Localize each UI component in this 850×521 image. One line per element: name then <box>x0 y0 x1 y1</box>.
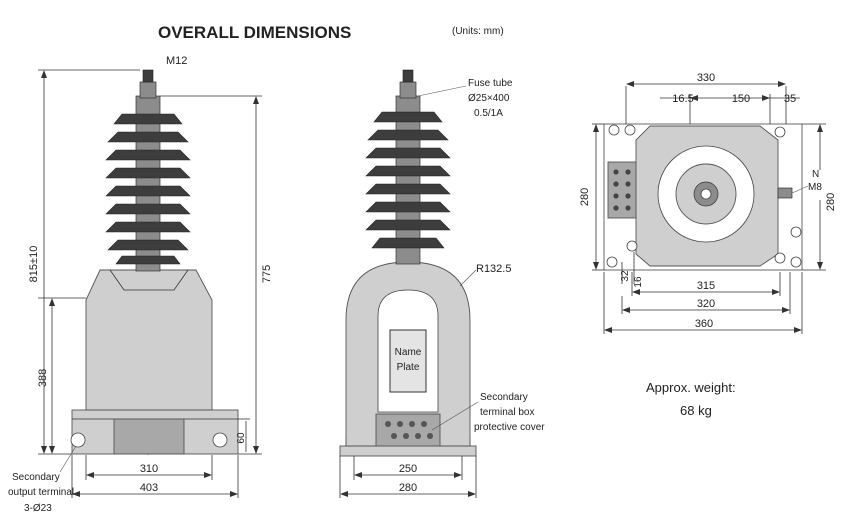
side-cover-label-2: terminal box <box>480 407 534 418</box>
top-mount-holes <box>606 124 802 268</box>
top-width-315: 315 <box>697 280 715 292</box>
side-width-280: 280 <box>399 482 417 494</box>
front-height-388: 388 <box>37 369 49 387</box>
front-secondary-label-1: Secondary <box>12 472 60 483</box>
side-cover-label-1: Secondary <box>480 392 528 403</box>
side-fuse-label-3: 0.5/1A <box>474 108 503 119</box>
front-view: M12 815±10 775 388 60 310 403 <box>8 55 273 514</box>
front-width-310: 310 <box>140 463 158 475</box>
units-note: (Units: mm) <box>452 26 504 37</box>
side-radius-label: R132.5 <box>476 263 511 275</box>
top-view: N M8 330 16.5 150 35 280 280 32 16 <box>579 72 837 334</box>
side-plate-label-2: Plate <box>397 362 420 373</box>
side-cover-label-3: protective cover <box>474 422 545 433</box>
top-dim-150: 150 <box>732 93 750 105</box>
top-dim-16-5: 16.5 <box>672 93 693 105</box>
side-top-bolt <box>402 69 414 83</box>
front-base-recess <box>113 418 185 455</box>
front-bolt-label: M12 <box>166 55 187 67</box>
top-dim-35: 35 <box>784 93 796 105</box>
side-insulator-sheds <box>365 95 451 265</box>
side-base <box>339 445 477 457</box>
side-fuse-label-2: Ø25×400 <box>468 93 510 104</box>
weight-value: 68 kg <box>680 403 712 418</box>
top-dim-32: 32 <box>620 270 631 282</box>
side-width-250: 250 <box>399 463 417 475</box>
top-height-280-right: 280 <box>825 193 837 211</box>
front-top-terminal <box>139 81 157 99</box>
front-height-60: 60 <box>236 432 247 444</box>
front-height-775: 775 <box>261 265 273 283</box>
top-width-320: 320 <box>697 298 715 310</box>
top-dim-16: 16 <box>633 276 644 288</box>
side-fuse-label-1: Fuse tube <box>468 78 513 89</box>
side-plate-label-1: Name <box>395 347 422 358</box>
side-view: Name Plate Fuse tube Ø25×400 0.5/1A <box>339 69 545 498</box>
drawing-title: OVERALL DIMENSIONS <box>158 23 351 42</box>
front-tank <box>85 269 213 411</box>
front-height-815: 815±10 <box>28 246 40 283</box>
front-insulator-sheds <box>105 95 191 272</box>
side-name-plate <box>389 329 427 393</box>
front-top-bolt <box>142 69 154 83</box>
front-holes-label: 3-Ø23 <box>24 503 52 514</box>
front-mount-hole-left <box>70 432 86 448</box>
top-terminal-box <box>607 161 637 219</box>
side-terminal-box <box>375 413 441 447</box>
front-secondary-label-2: output terminal <box>8 487 74 498</box>
weight-label: Approx. weight: <box>646 380 736 395</box>
top-width-360: 360 <box>695 318 713 330</box>
top-height-280-left: 280 <box>579 188 591 206</box>
top-width-330: 330 <box>697 72 715 84</box>
side-terminal-studs <box>385 421 433 439</box>
top-n-label: N <box>812 169 819 180</box>
top-m8-label: M8 <box>808 182 822 193</box>
front-mount-hole-right <box>212 432 228 448</box>
front-width-403: 403 <box>140 482 158 494</box>
top-terminal <box>700 188 712 200</box>
top-earth-bolt <box>777 187 793 199</box>
